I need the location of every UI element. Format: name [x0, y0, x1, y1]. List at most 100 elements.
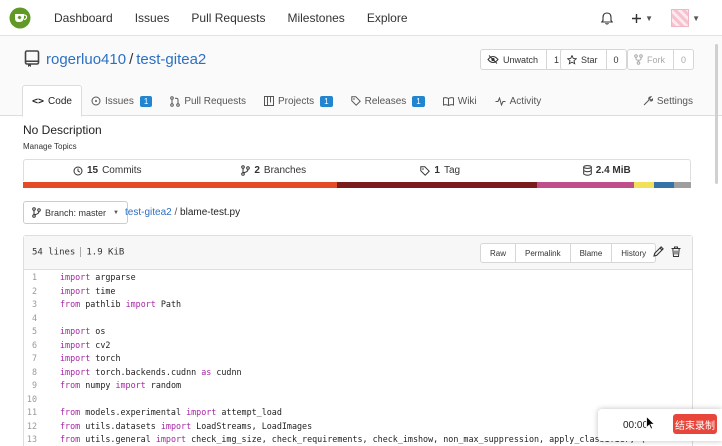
code-text: Path [155, 299, 182, 309]
code-content [48, 393, 60, 407]
line-number[interactable]: 8 [31, 366, 37, 377]
line-number[interactable]: 6 [31, 339, 37, 350]
tab-releases[interactable]: Releases 1 [342, 86, 434, 116]
code-content: import os [48, 325, 105, 339]
tab-settings[interactable]: Settings [634, 86, 702, 116]
tab-issues[interactable]: Issues 1 [82, 86, 161, 116]
breadcrumb-repo-link[interactable]: test-gitea2 [125, 207, 172, 218]
commits-label: Commits [102, 165, 142, 176]
branch-icon [32, 207, 41, 218]
code-line: 8 import torch.backends.cudnn as cudnn [24, 366, 692, 380]
nav-pull-requests[interactable]: Pull Requests [191, 10, 266, 25]
permalink-button[interactable]: Permalink [515, 244, 570, 262]
chevron-down-icon: ▼ [692, 13, 700, 23]
line-number[interactable]: 12 [26, 420, 37, 431]
language-bar-segment[interactable] [537, 182, 635, 188]
projects-count-badge: 1 [320, 95, 333, 107]
nav-issues[interactable]: Issues [134, 10, 170, 25]
language-bar-segment[interactable] [674, 182, 692, 188]
tab-projects[interactable]: Projects 1 [255, 86, 342, 116]
repo-name-link[interactable]: test-gitea2 [136, 50, 207, 68]
language-bar[interactable] [23, 182, 692, 188]
tab-wiki[interactable]: Wiki [434, 86, 486, 116]
code-text: cudnn [211, 366, 242, 377]
bell-icon[interactable] [601, 11, 614, 25]
create-new-menu[interactable]: ▼ [631, 13, 653, 24]
code-keyword: import [186, 407, 217, 417]
star-button[interactable]: Star 0 [560, 49, 627, 70]
file-line-count: 54 lines [32, 247, 76, 258]
pencil-icon[interactable] [653, 246, 664, 257]
language-bar-segment[interactable] [634, 182, 655, 188]
code-line: 11 from models.experimental import attemp… [24, 406, 692, 420]
branch-icon [241, 165, 251, 176]
code-keyword: import [60, 366, 91, 377]
nav-milestones[interactable]: Milestones [287, 10, 345, 25]
code-text: check_img_size, check_requirements, chec… [186, 434, 645, 444]
issue-icon [91, 96, 101, 106]
line-number[interactable]: 1 [31, 272, 37, 282]
repo-description: No Description [23, 123, 102, 137]
avatar [671, 9, 690, 27]
tab-wiki-label: Wiki [457, 95, 477, 107]
repo-title: rogerluo410 / test-gitea2 [24, 50, 206, 68]
line-number[interactable]: 5 [31, 326, 37, 336]
trash-icon[interactable] [671, 246, 681, 257]
line-number[interactable]: 9 [31, 380, 37, 390]
fork-count: 0 [673, 50, 693, 69]
tab-activity[interactable]: Activity [486, 86, 551, 116]
manage-topics-link[interactable]: Manage Topics [23, 142, 77, 151]
history-button[interactable]: History [611, 244, 655, 262]
watch-button[interactable]: Unwatch 1 [480, 49, 568, 70]
gitea-logo-icon[interactable] [9, 7, 31, 29]
repo-owner-link[interactable]: rogerluo410 [46, 50, 127, 68]
code-icon: <> [32, 95, 45, 107]
breadcrumb-file: blame-test.py [180, 207, 241, 218]
nav-dashboard[interactable]: Dashboard [54, 10, 113, 25]
scrollbar[interactable] [715, 44, 718, 184]
fork-button[interactable]: Fork 0 [627, 49, 695, 70]
tab-settings-label: Settings [656, 95, 693, 107]
line-number[interactable]: 7 [31, 353, 37, 363]
tags-stat[interactable]: 1 Tag [357, 165, 524, 176]
code-keyword: from [60, 380, 81, 390]
language-bar-segment[interactable] [23, 182, 337, 188]
size-stat: 2.4 MiB [524, 165, 691, 176]
line-number[interactable]: 13 [26, 434, 37, 444]
commits-stat[interactable]: 15 Commits [24, 165, 191, 176]
tab-projects-label: Projects [278, 95, 315, 107]
repo-separator: / [129, 50, 134, 68]
nav-explore[interactable]: Explore [366, 10, 408, 25]
watch-label: Unwatch [503, 54, 539, 65]
chevron-down-icon: ▼ [113, 209, 119, 216]
code-keyword: import [160, 420, 192, 431]
code-text: numpy [80, 380, 116, 390]
branches-label: Branches [263, 165, 307, 176]
line-number[interactable]: 2 [31, 285, 37, 296]
language-bar-segment[interactable] [654, 182, 675, 188]
tab-code-label: Code [48, 95, 72, 107]
repo-stats-bar: 15 Commits 2 Branches 1 Tag 2.4 MiB [23, 159, 691, 181]
branches-stat[interactable]: 2 Branches [191, 165, 358, 176]
code-content: from models.experimental import attempt_… [48, 406, 282, 420]
line-number[interactable]: 10 [26, 393, 37, 404]
tags-label: Tag [443, 165, 461, 176]
blame-button[interactable]: Blame [569, 244, 612, 262]
user-menu[interactable]: ▼ [671, 9, 700, 27]
branch-selector[interactable]: Branch: master ▼ [23, 201, 128, 224]
tab-releases-label: Releases [364, 95, 407, 107]
tab-pull-requests[interactable]: Pull Requests [161, 86, 255, 116]
fork-icon [634, 54, 643, 65]
code-content: import torch.backends.cudnn as cudnn [48, 366, 242, 380]
tab-code[interactable]: <> Code [22, 85, 82, 117]
code-line: 10 [24, 393, 692, 407]
stop-recording-button[interactable]: 结束录制 [673, 414, 717, 434]
language-bar-segment[interactable] [336, 182, 538, 188]
project-icon [264, 96, 275, 106]
line-number[interactable]: 11 [26, 407, 37, 417]
line-number[interactable]: 4 [31, 312, 37, 323]
raw-button[interactable]: Raw [490, 248, 507, 258]
code-keyword: import [60, 339, 91, 350]
line-number[interactable]: 3 [31, 299, 37, 309]
